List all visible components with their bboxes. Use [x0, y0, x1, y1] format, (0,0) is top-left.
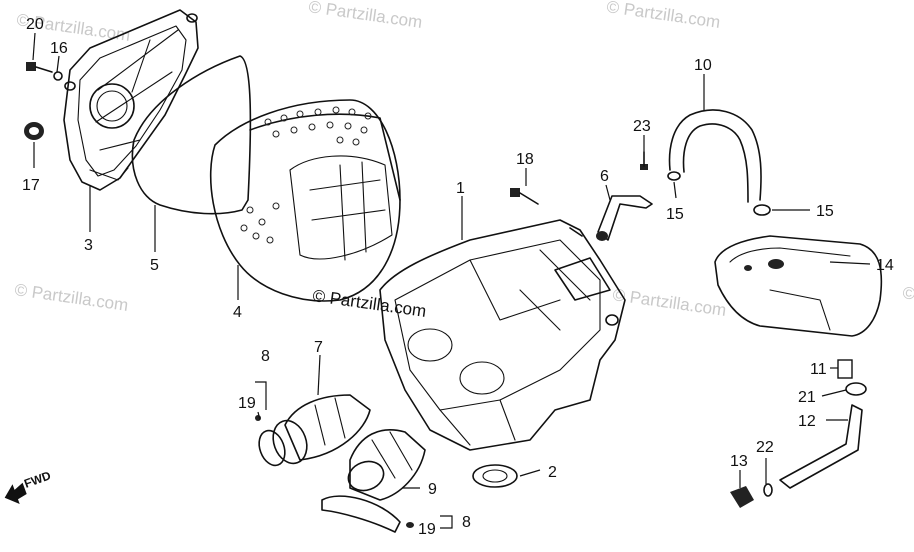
- callout-20: 20: [26, 16, 44, 33]
- callout-12: 12: [798, 413, 816, 430]
- callout-10: 10: [694, 57, 712, 74]
- fwd-label: FWD: [22, 468, 53, 491]
- plug-part-13: [730, 486, 754, 508]
- connecting-tube-part-7: [272, 394, 371, 465]
- callout-19-upper: 19: [238, 395, 256, 412]
- clip-part-21: [845, 382, 867, 396]
- drain-tube-part-12: [779, 404, 863, 489]
- callout-11: 11: [810, 361, 827, 378]
- callout-2: 2: [548, 464, 557, 481]
- callout-18: 18: [516, 151, 534, 168]
- grommet-part-17: [24, 122, 44, 140]
- watermark-5: © Partzilla.com: [611, 285, 727, 320]
- callout-22: 22: [756, 439, 774, 456]
- screw-part-18: [510, 188, 539, 205]
- callout-numbers: 20 16 17 3 5 4 1 2 18 6 23 10 15 15 14 1…: [22, 16, 894, 538]
- plug-part-11: [837, 359, 853, 379]
- connecting-tube-part-9: [347, 429, 426, 501]
- fwd-arrow-icon: FWD: [4, 468, 53, 504]
- callout-5: 5: [150, 257, 159, 274]
- bracket-part-6: [596, 195, 653, 241]
- clip-part-15-left: [667, 171, 681, 181]
- callout-7: 7: [314, 339, 323, 356]
- breather-tube-part-10: [668, 109, 762, 203]
- callout-17: 17: [22, 177, 40, 194]
- watermark-3: © Partzilla.com: [605, 0, 721, 32]
- callout-21: 21: [798, 389, 816, 406]
- callout-14: 14: [876, 257, 894, 274]
- gasket-part-5: [131, 55, 252, 215]
- callout-6: 6: [600, 168, 609, 185]
- callout-1: 1: [456, 180, 465, 197]
- watermark-6: © Partzilla.com: [901, 283, 914, 318]
- screw-part-23: [640, 151, 648, 170]
- clamp-part-22: [763, 483, 773, 497]
- air-cleaner-case-part-1: [379, 219, 626, 451]
- callout-15-left: 15: [666, 206, 684, 223]
- watermark-4: © Partzilla.com: [13, 280, 129, 315]
- watermarks: © Partzilla.com © Partzilla.com © Partzi…: [13, 0, 914, 320]
- callout-19-lower: 19: [418, 521, 436, 538]
- clamp-band-part-8-lower: [321, 495, 414, 533]
- callout-4: 4: [233, 304, 242, 321]
- callout-23: 23: [633, 118, 651, 135]
- callout-13: 13: [730, 453, 748, 470]
- callout-9: 9: [428, 481, 437, 498]
- drain-tank-part-14: [714, 235, 883, 337]
- callout-16: 16: [50, 40, 68, 57]
- watermark-2: © Partzilla.com: [307, 0, 423, 32]
- leader-lines: [32, 32, 871, 529]
- case-cover-part-3: [63, 9, 199, 191]
- air-filter-element-part-4: [209, 99, 401, 302]
- bolt-part-20: [26, 62, 63, 81]
- callout-8-upper: 8: [261, 348, 270, 365]
- grommet-part-2: [472, 464, 518, 488]
- clip-part-15-right: [753, 204, 771, 216]
- callout-3: 3: [84, 237, 93, 254]
- callout-15-right: 15: [816, 203, 834, 220]
- callout-8-lower: 8: [462, 514, 471, 531]
